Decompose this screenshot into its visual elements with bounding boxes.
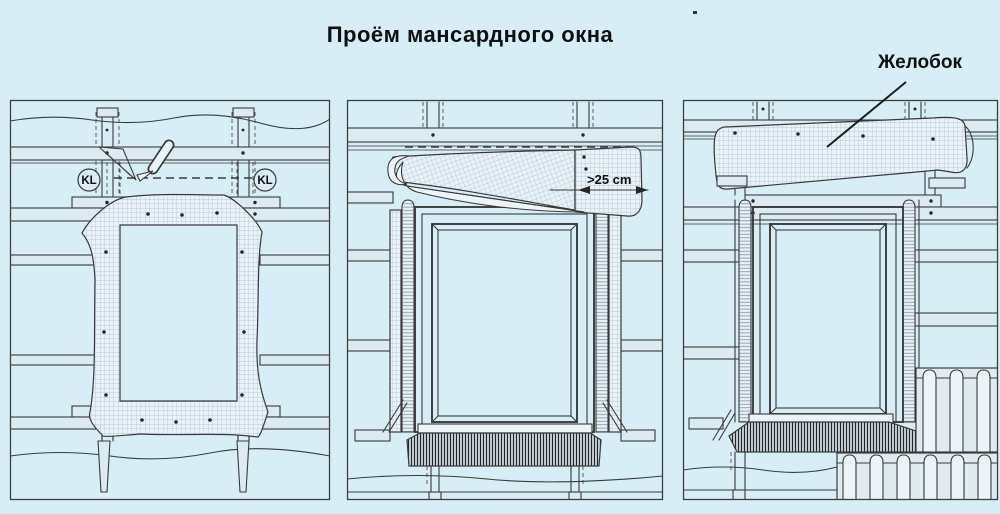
lower-structure xyxy=(347,465,663,500)
panel-step1-membrane-cutting: KL KL xyxy=(10,100,330,500)
zhelobok-label: Желобок xyxy=(878,52,963,73)
rafter-feet xyxy=(97,440,250,493)
membrane-top-edge xyxy=(10,114,330,130)
top-rafter-stubs xyxy=(752,101,926,121)
side-rail-right xyxy=(902,199,916,423)
svg-text:KL: KL xyxy=(257,175,272,187)
roof-tiles-upper xyxy=(915,367,998,453)
kl-badge-left: KL xyxy=(77,168,101,192)
braces xyxy=(382,399,628,433)
lower-structure-left xyxy=(683,451,838,500)
underlay-membrane-ring xyxy=(81,193,269,438)
window-frame xyxy=(734,199,920,423)
svg-text:>25 cm: >25 cm xyxy=(587,172,631,187)
membrane-strip-right xyxy=(608,209,622,433)
membrane-bottom-edge xyxy=(10,448,330,460)
top-batten xyxy=(347,127,663,151)
side-battens xyxy=(347,191,663,442)
ink-speck xyxy=(693,11,697,14)
panel-step3-gutter-and-tiles xyxy=(683,100,998,500)
brace-left xyxy=(712,409,736,441)
membrane-flap xyxy=(387,146,643,217)
top-rafter-stubs xyxy=(422,101,594,129)
dimension-annotation: >25 cm xyxy=(549,172,649,194)
roll-curl xyxy=(387,155,410,186)
page-title: Проём мансардного окна xyxy=(326,22,614,47)
panel2-border xyxy=(346,99,664,501)
side-rail-right xyxy=(595,199,609,433)
top-batten xyxy=(10,128,330,164)
knife-icon xyxy=(136,139,175,182)
panel3-border xyxy=(682,99,999,501)
membrane-strip-left xyxy=(389,209,402,433)
apron-flashing xyxy=(728,421,917,453)
cut-flap xyxy=(97,146,137,181)
window-sill xyxy=(417,423,593,434)
kl-badge-right: KL xyxy=(253,168,277,192)
gutter-strip xyxy=(713,116,974,190)
membrane-nails xyxy=(102,211,246,424)
side-rail-left xyxy=(401,199,415,433)
panel-step2-flap-folding: >25 cm xyxy=(347,100,663,500)
svg-text:KL: KL xyxy=(81,175,96,187)
roof-tiles-lower xyxy=(836,452,998,500)
zhelobok-leader-line xyxy=(826,81,907,148)
side-battens xyxy=(683,249,998,430)
panel1-border xyxy=(9,99,331,501)
side-rail-left xyxy=(738,199,752,423)
apron-flashing xyxy=(406,432,602,467)
